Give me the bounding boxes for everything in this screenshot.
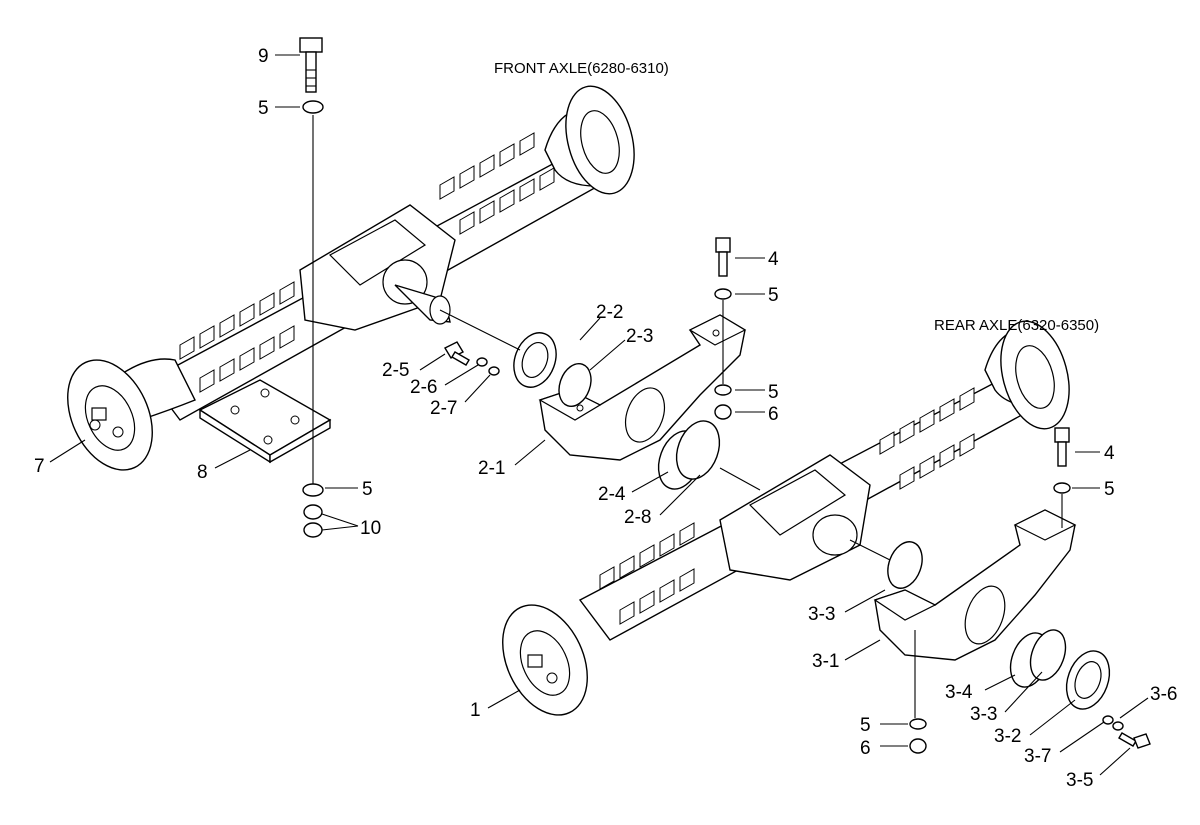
- callout-5: 5: [362, 479, 373, 500]
- front-axle-assembly: [67, 85, 635, 471]
- callout-5: 5: [860, 715, 871, 736]
- callout-5: 5: [258, 98, 269, 119]
- washer-5c: [714, 384, 732, 396]
- flange-ring-2-2: [513, 332, 557, 388]
- callout-9: 9: [258, 46, 269, 67]
- callout-10: 10: [360, 518, 381, 539]
- bolt-2-5: [444, 341, 470, 366]
- front-right-hub-flange: [544, 85, 635, 195]
- callout-6: 6: [768, 404, 779, 425]
- callout-5: 5: [1104, 479, 1115, 500]
- callout-2-2: 2-2: [596, 302, 623, 323]
- callout-3-1: 3-1: [812, 651, 839, 672]
- callout-6: 6: [860, 738, 871, 759]
- callout-1: 1: [470, 700, 481, 721]
- rear-axle-cooling-fins: [599, 387, 975, 625]
- front-axle-title: FRONT AXLE(6280-6310): [494, 60, 669, 77]
- callout-2-3: 2-3: [626, 326, 653, 347]
- callout-5: 5: [768, 285, 779, 306]
- washer-5a: [302, 100, 324, 114]
- nut-6b: [909, 738, 927, 754]
- callout-7: 7: [34, 456, 45, 477]
- washer-5b: [714, 288, 732, 300]
- washer-3-6: [1112, 721, 1124, 731]
- callout-3-6: 3-6: [1150, 684, 1177, 705]
- callout-2-7: 2-7: [430, 398, 457, 419]
- callout-8: 8: [197, 462, 208, 483]
- rear-differential-housing: [719, 454, 871, 581]
- rear-axle-assembly: [502, 320, 1070, 716]
- bolt-4-rear: [1054, 427, 1070, 467]
- sleeve-2-4: [657, 420, 721, 490]
- callout-3-2: 3-2: [994, 726, 1021, 747]
- rear-left-hub-flange: [502, 604, 588, 716]
- front-axle-cooling-fins: [179, 132, 555, 393]
- callout-3-7: 3-7: [1024, 746, 1051, 767]
- callout-5: 5: [768, 382, 779, 403]
- washer-5f: [909, 718, 927, 730]
- callout-4: 4: [1104, 443, 1115, 464]
- washer-3-7: [1102, 715, 1114, 725]
- spacer-plate: [198, 379, 332, 464]
- o-ring-2-3: [558, 362, 592, 408]
- washer-2-6: [476, 357, 488, 367]
- callout-3-3: 3-3: [970, 704, 997, 725]
- rear-mount-bracket: [873, 509, 1077, 661]
- fastener-parts: [299, 37, 1151, 754]
- nut-6a: [714, 404, 732, 420]
- nut-10b: [303, 522, 323, 538]
- front-left-hub-flange: [67, 359, 153, 471]
- front-differential-housing: [299, 204, 456, 331]
- callout-2-4: 2-4: [598, 484, 626, 505]
- callout-3-4: 3-4: [945, 682, 973, 703]
- o-ring-3-3a: [887, 541, 923, 589]
- flange-ring-3-2: [1065, 650, 1111, 710]
- bolt-3-5: [1118, 732, 1151, 749]
- callout-3-3: 3-3: [808, 604, 835, 625]
- bolt-4-front: [715, 237, 731, 277]
- rear-axle-title: REAR AXLE(6320-6350): [934, 317, 1099, 334]
- bolt-9: [299, 37, 323, 93]
- callout-3-5: 3-5: [1066, 770, 1093, 791]
- nut-10a: [303, 504, 323, 520]
- washer-5e: [1053, 482, 1071, 494]
- callout-2-1: 2-1: [478, 458, 505, 479]
- callout-2-6: 2-6: [410, 377, 437, 398]
- callout-4: 4: [768, 249, 779, 270]
- callout-2-5: 2-5: [382, 360, 409, 381]
- callout-2-8: 2-8: [624, 507, 651, 528]
- washer-5d: [302, 483, 324, 497]
- leader-lines: [49, 54, 1149, 776]
- rear-right-hub-flange: [984, 320, 1070, 430]
- callout-labels: 9 5 4 5 2-2 2-3 2-5 2-6 2-7 5 6 2-1 7 8 …: [34, 46, 1177, 791]
- sleeve-3-4: [1009, 629, 1067, 688]
- washer-2-7: [488, 366, 500, 376]
